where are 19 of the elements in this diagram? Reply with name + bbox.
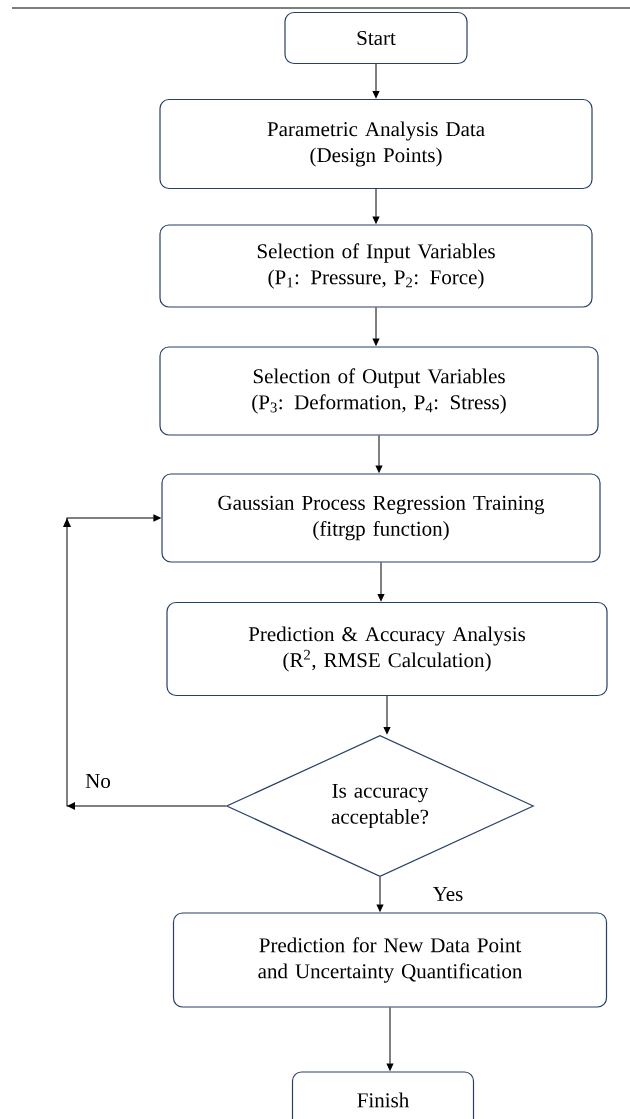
process-box: Gaussian Process Regression Training (fitrgp function) xyxy=(161,473,601,563)
process-box: Selection of Output Variables (P$_{3}$: Deformation, P$_{4}$: Stress) xyxy=(159,346,599,436)
terminal-box: Finish xyxy=(291,1071,475,1119)
arrow xyxy=(375,435,383,473)
process-box: Selection of Input Variables (P$_{1}$: Pressure, P$_{2}$: Force) xyxy=(159,224,593,308)
arrow xyxy=(372,63,380,99)
arrow xyxy=(376,876,384,912)
loop-arrow xyxy=(63,514,227,810)
process-box: Parametric Analysis Data (Design Points) xyxy=(159,98,593,190)
edge-label: Yes xyxy=(431,886,465,902)
terminal-box: Start xyxy=(284,11,468,65)
arrow xyxy=(383,695,391,735)
arrow xyxy=(377,562,385,602)
arrow xyxy=(386,1007,394,1071)
process-box: Prediction & Accuracy Analysis (R$^{2}$, RMSE Calculation) xyxy=(166,601,608,697)
arrow xyxy=(372,307,380,346)
process-box: Prediction for New Data Point and Uncertainty Quantification xyxy=(172,912,608,1008)
arrow xyxy=(372,188,380,224)
edge-label: No xyxy=(84,773,112,789)
